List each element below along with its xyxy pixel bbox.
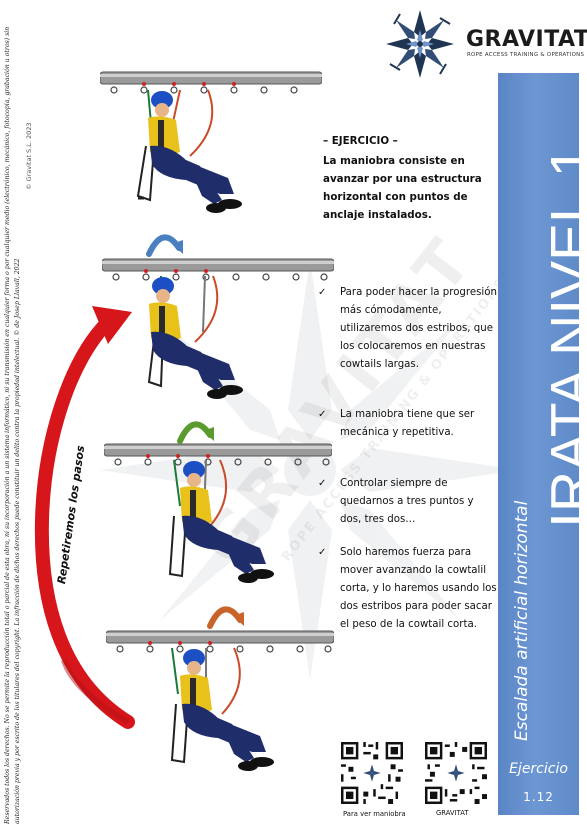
qr-caption-gravitat: GRAVITAT bbox=[436, 809, 469, 817]
bullet-text: Controlar siempre de quedarnos a tres pu… bbox=[340, 478, 474, 525]
copyright-line-1: Reservados todos los derechos. No se per… bbox=[4, 26, 11, 824]
bullet-item: ✓ Solo haremos fuerza para mover avanzan… bbox=[318, 544, 498, 634]
exercise-number: 1.12 bbox=[523, 790, 554, 804]
rope-worker-figure-3 bbox=[168, 459, 274, 583]
bullet-text: Para poder hacer la progresión más cómod… bbox=[340, 287, 497, 370]
rope-worker-figure-4 bbox=[170, 647, 274, 771]
brand-tagline: ROPE ACCESS TRAINING & OPERATIONS bbox=[467, 52, 585, 58]
bullet-item: ✓ Para poder hacer la progresión más cóm… bbox=[318, 284, 498, 374]
qr-caption-maniobra: Para ver maniobra bbox=[343, 810, 406, 818]
anchor-rail-3 bbox=[104, 443, 332, 466]
exercise-description: La maniobra consiste en avanzar por una … bbox=[323, 155, 482, 221]
brand-name: GRAVITAT bbox=[466, 27, 587, 52]
checkmark-icon: ✓ bbox=[318, 547, 327, 558]
bullet-item: ✓ La maniobra tiene que ser mecánica y r… bbox=[318, 406, 498, 442]
copyright-line-3: © Gravitat S.L. 2023 bbox=[25, 122, 33, 190]
step-arrow-green-icon bbox=[177, 421, 214, 444]
section-subtitle: Escalada artificial horizontal bbox=[512, 500, 532, 741]
anchor-rail-1 bbox=[100, 71, 322, 94]
qr-code-maniobra[interactable] bbox=[341, 742, 403, 804]
qr-code-gravitat[interactable] bbox=[425, 742, 487, 804]
bullet-text: Solo haremos fuerza para mover avanzando… bbox=[340, 547, 497, 630]
rope-worker-figure-1 bbox=[136, 89, 242, 213]
rope-worker-figure-2 bbox=[147, 275, 243, 399]
checkmark-icon: ✓ bbox=[318, 409, 327, 420]
gravitat-logo-icon bbox=[386, 10, 454, 78]
course-title: IRATA NIVEL 1 bbox=[539, 146, 587, 528]
exercise-label: Ejercicio bbox=[509, 761, 568, 777]
step-arrow-orange-icon bbox=[207, 606, 244, 629]
copyright-line-2: autorización previa y por escrito de los… bbox=[14, 258, 21, 825]
side-panel: IRATA NIVEL 1 Escalada artificial horizo… bbox=[498, 73, 587, 815]
exercise-heading: – EJERCICIO – bbox=[323, 135, 398, 147]
checkmark-icon: ✓ bbox=[318, 287, 327, 298]
anchor-rail-4 bbox=[106, 630, 334, 653]
repeat-cycle-arrow-icon bbox=[34, 306, 135, 729]
bullet-text: La maniobra tiene que ser mecánica y rep… bbox=[340, 409, 475, 438]
step-arrow-blue-icon bbox=[146, 234, 183, 257]
bullet-item: ✓ Controlar siempre de quedarnos a tres … bbox=[318, 475, 498, 529]
checkmark-icon: ✓ bbox=[318, 478, 327, 489]
anchor-rail-2 bbox=[102, 258, 334, 281]
